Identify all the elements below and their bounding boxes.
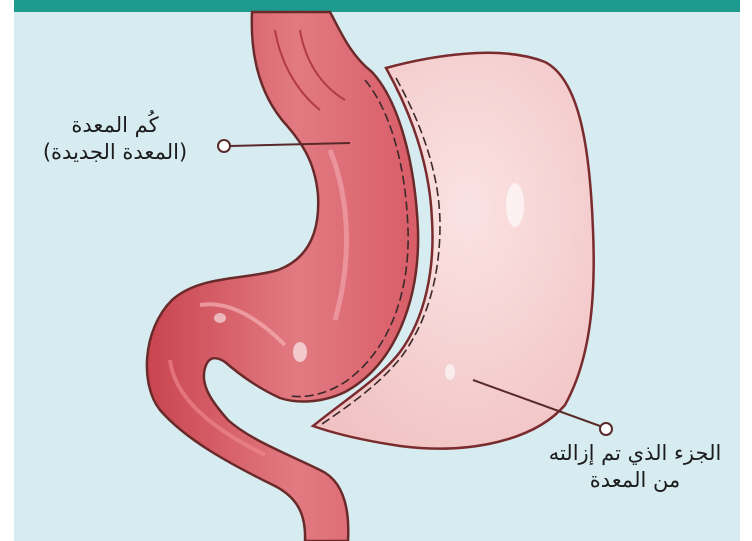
sleeve-label-line2: (المعدة الجديدة) bbox=[20, 139, 210, 166]
sleeve-highlight-2 bbox=[214, 313, 226, 323]
removed-part-label: الجزء الذي تم إزالته من المعدة bbox=[520, 440, 750, 494]
sleeve-highlight bbox=[293, 342, 307, 362]
removed-part-highlight-2 bbox=[445, 364, 455, 380]
removed-leader-marker bbox=[600, 423, 612, 435]
removed-part-label-line2: من المعدة bbox=[520, 467, 750, 494]
sleeve-label: كُم المعدة (المعدة الجديدة) bbox=[20, 112, 210, 166]
sleeve-leader-marker bbox=[218, 140, 230, 152]
left-frame bbox=[0, 0, 14, 541]
removed-part-label-line1: الجزء الذي تم إزالته bbox=[520, 440, 750, 467]
top-bar-inner bbox=[14, 0, 740, 12]
removed-part-highlight bbox=[506, 183, 524, 227]
sleeve-label-line1: كُم المعدة bbox=[20, 112, 210, 139]
